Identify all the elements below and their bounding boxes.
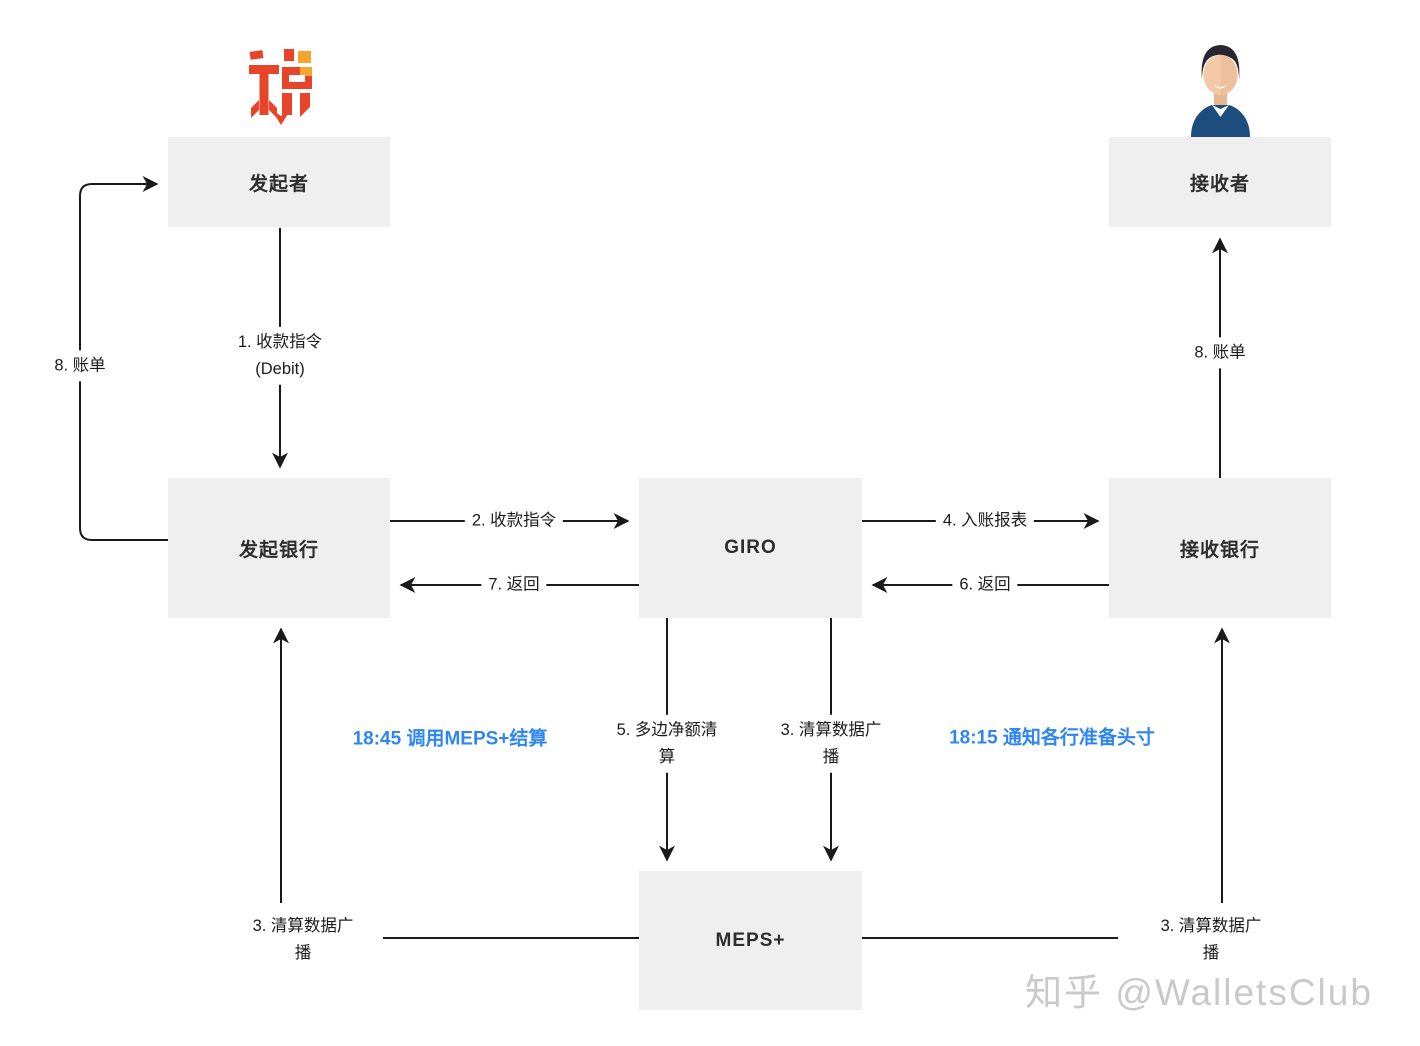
edge-label-clearing-broadcast-left: 3. 清算数据广 播 — [245, 910, 361, 970]
node-receiving-bank: 接收银行 — [1109, 478, 1331, 618]
edge-label-posting-report: 4. 入账报表 — [935, 505, 1035, 537]
annotation-notify-time: 18:15 通知各行准备头寸 — [943, 722, 1161, 750]
person-avatar-icon — [1191, 45, 1250, 137]
watermark: 知乎 @WalletsClub — [1025, 972, 1373, 1013]
edge-label-return-to-bank: 7. 返回 — [481, 569, 547, 601]
annotation-settle-time: 18:45 调用MEPS+结算 — [346, 723, 554, 751]
edge-label-debit-instruction: 1. 收款指令 (Debit) — [230, 326, 330, 386]
edge-label-collection-instruction: 2. 收款指令 — [464, 505, 564, 537]
edge-label-return-to-giro: 6. 返回 — [952, 569, 1018, 601]
edge-label-clearing-broadcast-right: 3. 清算数据广 播 — [1153, 910, 1269, 970]
node-meps: MEPS+ — [639, 871, 862, 1010]
node-initiator: 发起者 — [168, 137, 390, 227]
tax-logo-icon — [249, 49, 312, 125]
edge-label-bill-left: 8. 账单 — [47, 350, 113, 382]
edge-label-multilateral-netting: 5. 多边净额清 算 — [609, 714, 725, 774]
edge-label-clearing-broadcast-mid: 3. 清算数据广 播 — [773, 714, 889, 774]
node-receiver: 接收者 — [1109, 137, 1331, 227]
node-initiating-bank: 发起银行 — [168, 478, 390, 618]
edge-label-bill-right: 8. 账单 — [1187, 337, 1253, 369]
node-giro: GIRO — [639, 478, 862, 618]
